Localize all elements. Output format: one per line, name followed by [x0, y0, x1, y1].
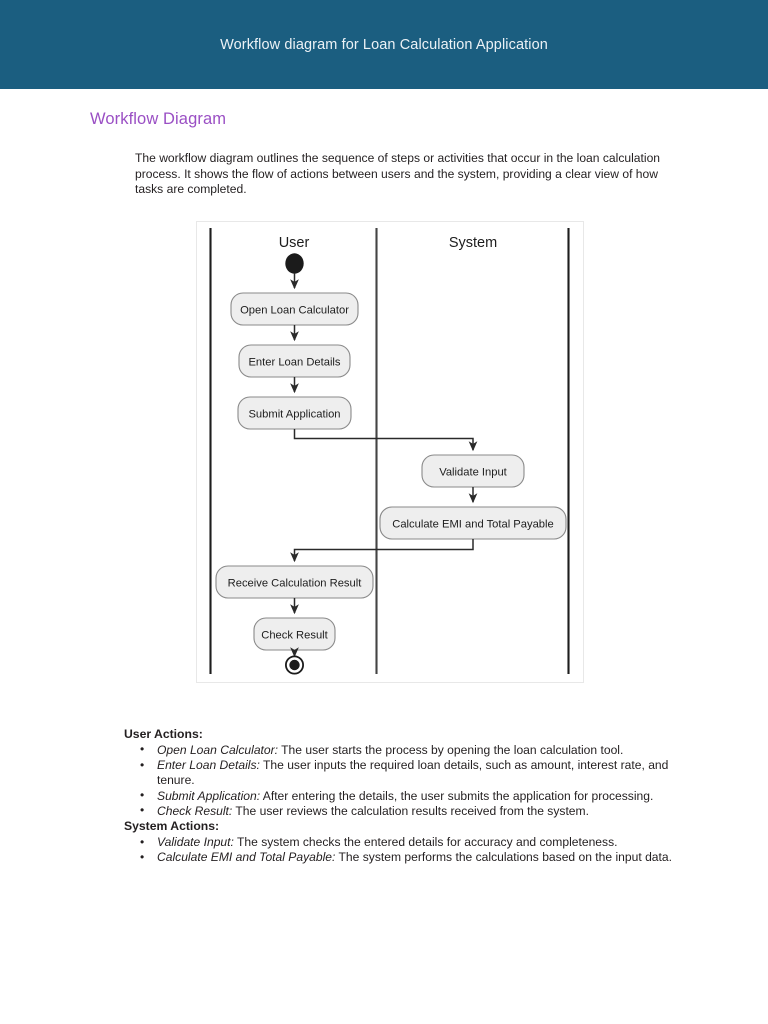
list-item: • Enter Loan Details: The user inputs the…: [124, 758, 684, 788]
activity-receive-calculation-result: Receive Calculation Result: [215, 565, 374, 599]
list-item-term: Enter Loan Details:: [157, 758, 260, 773]
activity-submit-application: Submit Application: [237, 396, 352, 430]
swimlane-title-user: User: [279, 235, 310, 251]
bullet-glyph: •: [140, 788, 145, 803]
list-item-desc: After entering the details, the user sub…: [260, 788, 654, 803]
intro-paragraph: The workflow diagram outlines the sequen…: [135, 151, 661, 197]
list-item-desc: The system checks the entered details fo…: [233, 835, 618, 850]
activity-validate-input: Validate Input: [421, 454, 525, 488]
page-header: Workflow diagram for Loan Calculation Ap…: [0, 0, 768, 89]
list-item-term: Calculate EMI and Total Payable:: [157, 850, 336, 865]
activity-label: Open Loan Calculator: [240, 304, 349, 316]
list-item-term: Submit Application:: [157, 788, 261, 803]
bullet-glyph: •: [140, 849, 145, 864]
workflow-diagram-svg: User System Open Loan Calculator Enter L…: [209, 227, 570, 675]
bullet-glyph: •: [140, 742, 145, 757]
list-item: • Validate Input: The system checks the e…: [124, 835, 684, 850]
list-item-term: Open Loan Calculator:: [157, 742, 279, 757]
edge-calculate-to-receive: [290, 538, 474, 562]
list-item-desc: The user inputs the required loan detail…: [157, 758, 669, 788]
list-item-desc: The system performs the calculations bas…: [335, 850, 672, 865]
list-item-term: Check Result:: [157, 803, 233, 818]
swimlane-title-system: System: [449, 235, 497, 251]
system-actions-list: • Validate Input: The system checks the e…: [124, 835, 684, 865]
user-actions-heading: User Actions:: [124, 726, 203, 741]
page-header-title: Workflow diagram for Loan Calculation Ap…: [220, 36, 548, 53]
activity-label: Validate Input: [439, 466, 507, 478]
bullet-glyph: •: [140, 803, 145, 818]
list-item: • Calculate EMI and Total Payable: The sy…: [124, 850, 684, 865]
list-item: • Check Result: The user reviews the calc…: [124, 803, 684, 819]
list-item: • Submit Application: After entering the …: [124, 788, 684, 804]
activity-calculate-emi: Calculate EMI and Total Payable: [379, 506, 567, 540]
page-body: Workflow Diagram The workflow diagram ou…: [0, 110, 768, 866]
actions-section: User Actions: • Open Loan Calculator: The…: [124, 727, 684, 866]
activity-enter-loan-details: Enter Loan Details: [238, 344, 351, 378]
edge-submit-to-validate: [293, 428, 478, 451]
list-item-term: Validate Input:: [157, 835, 234, 850]
activity-open-loan-calculator: Open Loan Calculator: [230, 292, 359, 326]
bullet-glyph: •: [140, 757, 145, 772]
activity-check-result: Check Result: [253, 617, 336, 651]
activity-label: Calculate EMI and Total Payable: [392, 518, 554, 530]
final-node: [285, 655, 305, 675]
activity-label: Check Result: [261, 629, 328, 641]
list-item-desc: The user starts the process by opening t…: [278, 742, 624, 757]
activity-label: Receive Calculation Result: [228, 577, 363, 589]
initial-node: [285, 253, 304, 274]
workflow-diagram-figure: User System Open Loan Calculator Enter L…: [196, 220, 584, 683]
user-actions-list: • Open Loan Calculator: The user starts t…: [124, 742, 684, 819]
section-heading: Workflow Diagram: [90, 110, 227, 128]
activity-label: Submit Application: [248, 408, 340, 420]
activity-label: Enter Loan Details: [248, 356, 340, 368]
list-item: • Open Loan Calculator: The user starts t…: [124, 742, 684, 758]
list-item-desc: The user reviews the calculation results…: [232, 803, 589, 818]
system-actions-heading: System Actions:: [124, 819, 220, 833]
bullet-glyph: •: [140, 834, 145, 849]
